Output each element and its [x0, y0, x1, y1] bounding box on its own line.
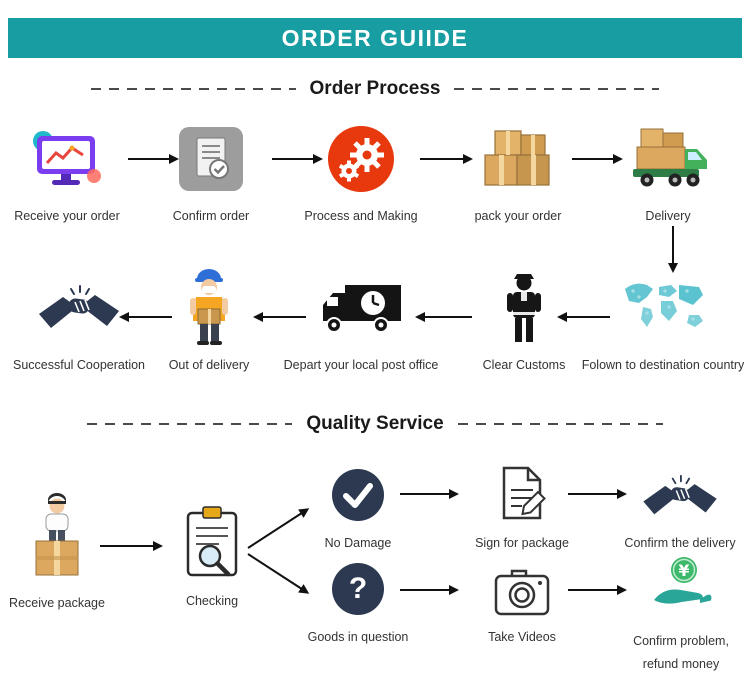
section-title-text: Quality Service [306, 413, 444, 434]
step-no-damage: No Damage [293, 466, 423, 550]
clipboard-magnifier-icon [181, 500, 243, 582]
step-confirm-problem-refund: ¥ Confirm problem, refund money [616, 550, 746, 675]
dashed-line-left [87, 423, 293, 425]
flow-arrow [415, 312, 472, 322]
step-label: Out of delivery [168, 358, 250, 372]
package-boxes-icon [479, 121, 557, 197]
flow-arrow [272, 154, 323, 164]
flow-arrow [253, 312, 306, 322]
section-title-text: Order Process [309, 78, 441, 99]
flow-arrow [557, 312, 610, 322]
document-check-icon [179, 121, 243, 197]
refund-hand-icon: ¥ [650, 550, 712, 618]
step-destination-country: Folown to destination country [582, 268, 744, 372]
flow-arrow [100, 541, 163, 551]
flow-arrow [128, 154, 179, 164]
step-successful-cooperation: Successful Cooperation [4, 268, 154, 372]
dashed-line-right [457, 423, 663, 425]
flow-arrow [568, 489, 627, 499]
step-label: Goods in question [307, 630, 409, 644]
flow-arrow-down [668, 226, 678, 273]
step-goods-in-question: ? Goods in question [293, 560, 423, 644]
gears-icon [327, 121, 395, 197]
flow-arrow [568, 585, 627, 595]
flow-arrow [119, 312, 172, 322]
step-label: Confirm the delivery [624, 536, 736, 550]
flow-arrow [420, 154, 473, 164]
check-circle-icon [332, 466, 384, 524]
step-receive-your-order: Receive your order [2, 121, 132, 223]
step-delivery: Delivery [603, 121, 733, 223]
quality-service-heading: Quality Service [0, 413, 750, 435]
step-label: No Damage [324, 536, 392, 550]
question-circle-icon: ? [332, 560, 384, 618]
question-glyph: ? [348, 572, 368, 605]
delivery-truck-icon [627, 121, 709, 197]
header-banner: ORDER GUIIDE [8, 18, 742, 58]
post-truck-icon [317, 268, 405, 348]
step-receive-package: Receive package [0, 492, 114, 610]
step-label: pack your order [474, 209, 562, 223]
monitor-chart-icon [31, 121, 103, 197]
flow-arrow [572, 154, 623, 164]
courier-icon [184, 268, 234, 348]
step-label: Folown to destination country [581, 358, 745, 372]
handshake-icon [643, 468, 717, 524]
step-label: Take Videos [488, 630, 556, 644]
step-label: Receive your order [14, 209, 120, 223]
step-label: Successful Cooperation [12, 358, 146, 372]
step-label: Clear Customs [482, 358, 566, 372]
step-label: Receive package [9, 596, 105, 610]
step-depart-post-office: Depart your local post office [276, 268, 446, 372]
camera-icon [494, 562, 550, 618]
step-clear-customs: Clear Customs [459, 268, 589, 372]
flow-arrow [400, 585, 459, 595]
step-sign-for-package: Sign for package [457, 462, 587, 550]
svg-text:¥: ¥ [678, 561, 689, 580]
step-confirm-order: Confirm order [146, 121, 276, 223]
step-label: Depart your local post office [283, 358, 439, 372]
handshake-icon [39, 268, 119, 348]
step-out-of-delivery: Out of delivery [144, 268, 274, 372]
dashed-line-right [454, 88, 660, 90]
step-checking: Checking [147, 500, 277, 608]
step-label: Checking [185, 594, 239, 608]
step-process-and-making: Process and Making [296, 121, 426, 223]
step-label: Delivery [645, 209, 691, 223]
order-process-heading: Order Process [0, 78, 750, 100]
person-on-box-icon [21, 492, 93, 584]
step-label: Confirm problem, refund money [633, 634, 729, 671]
customs-officer-icon [502, 268, 546, 348]
step-pack-your-order: pack your order [453, 121, 583, 223]
step-label: Sign for package [475, 536, 569, 550]
sign-document-icon [494, 462, 550, 524]
page-title: ORDER GUIIDE [281, 24, 469, 51]
flow-arrow [400, 489, 459, 499]
dashed-line-left [90, 88, 296, 90]
step-take-videos: Take Videos [457, 562, 587, 644]
step-confirm-the-delivery: Confirm the delivery [615, 468, 745, 550]
world-map-icon [619, 268, 707, 348]
step-label: Process and Making [304, 209, 418, 223]
step-label: Confirm order [172, 209, 250, 223]
